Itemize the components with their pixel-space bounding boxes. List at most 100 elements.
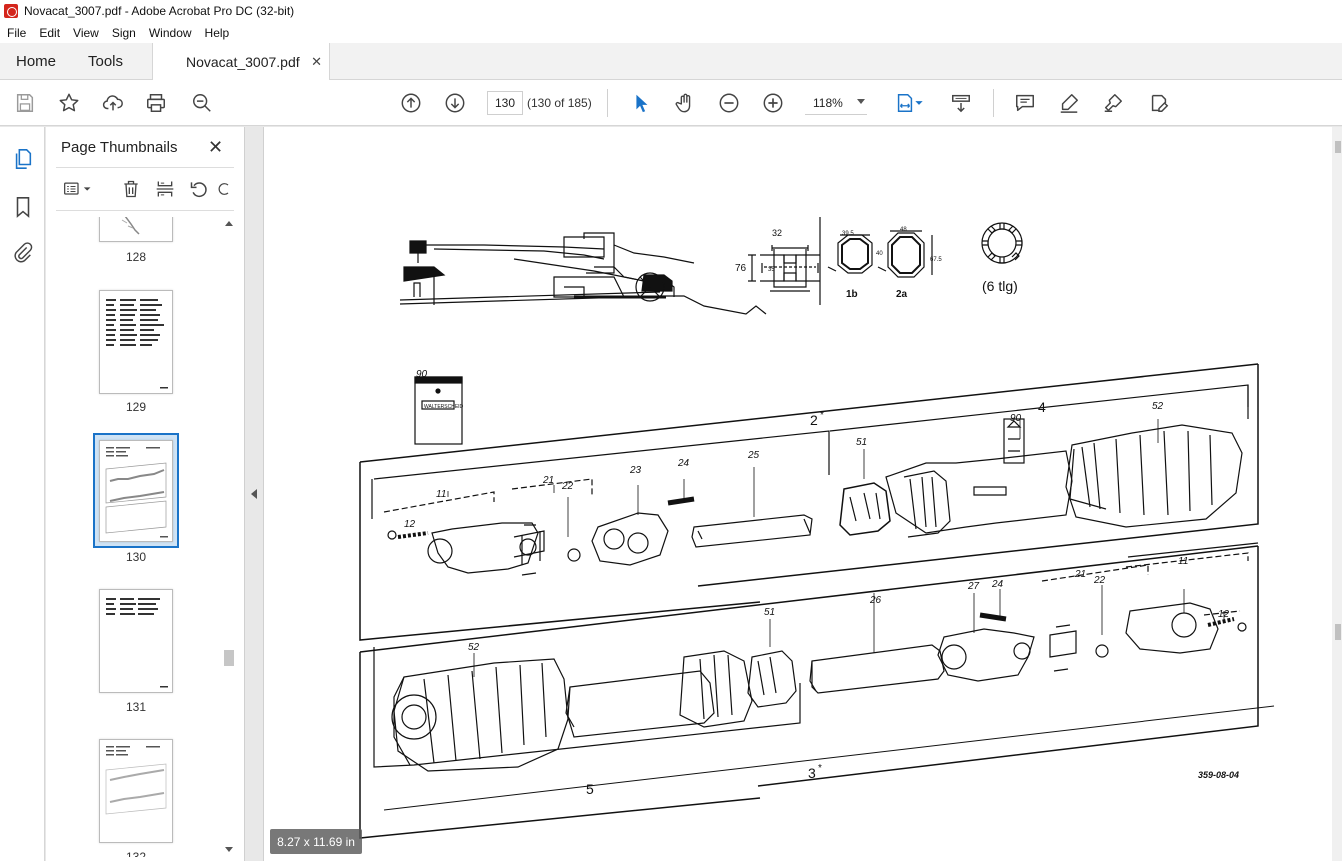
part-number: 11 xyxy=(1178,556,1188,567)
zoom-in-icon[interactable] xyxy=(761,91,785,115)
zoom-dropdown[interactable]: 118% xyxy=(805,91,867,115)
brand-label: WALTERSCHEID xyxy=(424,404,464,410)
menu-file[interactable]: File xyxy=(7,25,27,40)
scrollbar-thumb[interactable] xyxy=(1335,624,1341,640)
rotate-clockwise-icon[interactable] xyxy=(216,177,232,201)
menu-window[interactable]: Window xyxy=(148,25,192,40)
tab-bar: Home Tools Novacat_3007.pdf ✕ xyxy=(0,43,1342,81)
collapse-panel-icon[interactable] xyxy=(251,489,257,499)
zoom-out-icon[interactable] xyxy=(717,91,741,115)
tab-document[interactable]: Novacat_3007.pdf ✕ xyxy=(152,43,330,81)
bookmarks-icon[interactable] xyxy=(11,195,35,219)
dimension-label: 67.5 xyxy=(930,257,942,263)
zoom-value: 118% xyxy=(813,95,843,110)
previous-page-icon[interactable] xyxy=(399,91,423,115)
panel-collapse-strip[interactable] xyxy=(244,127,264,861)
asterisk-mark: * xyxy=(820,410,824,421)
part-number: 21 xyxy=(542,475,554,486)
cross-journal-drawing xyxy=(748,245,820,292)
part-number: 21 xyxy=(1074,569,1086,580)
part-number: 25 xyxy=(747,450,760,461)
left-navigation-rail xyxy=(0,127,45,861)
upper-shaft-components xyxy=(383,418,1243,576)
print-icon[interactable] xyxy=(144,91,168,115)
part-number: 22 xyxy=(561,481,574,492)
scroll-down-icon[interactable] xyxy=(225,847,233,852)
part-number: 12 xyxy=(404,519,416,530)
tube-profile-1b-drawing xyxy=(827,234,873,274)
spline-profile-drawing xyxy=(981,222,1023,264)
document-view[interactable]: 32 76 35 39.5 48 40 67.5 1b 2a (6 tlg) 9… xyxy=(264,127,1332,861)
dimension-label: 76 xyxy=(735,263,747,274)
upper-assembly-frame xyxy=(359,363,1259,463)
part-number: 22 xyxy=(1093,575,1106,586)
page-thumbnails-icon[interactable] xyxy=(11,147,35,171)
scrollbar-marker xyxy=(1335,141,1341,153)
page-thumbnails-panel: Page Thumbnails ✕ 128 xyxy=(46,127,244,861)
bookmark-star-icon[interactable] xyxy=(57,91,81,115)
scroll-up-icon[interactable] xyxy=(225,221,233,226)
part-number: 52 xyxy=(468,642,480,653)
thumbnail-label: 128 xyxy=(125,250,147,264)
main-toolbar xyxy=(0,80,1342,126)
scroll-mode-icon[interactable] xyxy=(949,91,973,115)
edit-document-icon[interactable] xyxy=(1147,91,1171,115)
dimension-label: 48 xyxy=(900,227,907,233)
part-number: 90 xyxy=(1010,413,1022,424)
thumbnail-label: 130 xyxy=(125,550,147,564)
leader-lines xyxy=(447,419,1225,677)
profile-label: 1b xyxy=(846,289,858,300)
fit-page-icon[interactable] xyxy=(893,91,917,115)
next-page-icon[interactable] xyxy=(443,91,467,115)
attachments-icon[interactable] xyxy=(11,241,35,265)
highlight-pen-icon[interactable] xyxy=(1057,91,1081,115)
part-number: 24 xyxy=(991,579,1004,590)
page-number-input[interactable] xyxy=(487,91,523,115)
options-menu-icon[interactable] xyxy=(60,177,96,201)
upload-cloud-icon[interactable] xyxy=(101,91,125,115)
part-number: 2 xyxy=(810,412,818,428)
thumbnail-page-131[interactable] xyxy=(99,589,173,693)
tab-tools[interactable]: Tools xyxy=(88,53,124,70)
chevron-down-icon xyxy=(857,99,865,104)
menu-sign[interactable]: Sign xyxy=(111,25,136,40)
delete-page-icon[interactable] xyxy=(119,177,143,201)
hand-tool-icon[interactable] xyxy=(673,91,697,115)
dimension-label: 32 xyxy=(772,228,782,238)
close-icon[interactable]: ✕ xyxy=(208,137,224,157)
menu-help[interactable]: Help xyxy=(204,25,230,40)
save-icon[interactable] xyxy=(13,91,37,115)
thumbnail-page-129[interactable] xyxy=(99,290,173,394)
tab-home[interactable]: Home xyxy=(16,53,57,70)
fit-page-dropdown-icon[interactable] xyxy=(913,91,925,115)
thumbnail-label: 132 xyxy=(125,850,147,857)
part-number: 52 xyxy=(1152,401,1164,412)
rotate-counterclockwise-icon[interactable] xyxy=(187,177,211,201)
menu-edit[interactable]: Edit xyxy=(39,25,61,40)
fill-sign-icon[interactable] xyxy=(1101,91,1125,115)
page-size-badge: 8.27 x 11.69 in xyxy=(270,829,362,854)
profile-label: 2a xyxy=(896,289,908,300)
thumbnail-scrollbar[interactable] xyxy=(222,217,236,857)
thumbnail-page-132[interactable] xyxy=(99,739,173,843)
document-scrollbar[interactable] xyxy=(1332,127,1342,861)
scrollbar-thumb[interactable] xyxy=(224,650,234,666)
part-number: 27 xyxy=(967,581,980,592)
page-count: (130 of 185) xyxy=(527,96,592,110)
thumbnail-page-128[interactable] xyxy=(99,217,173,242)
part-number: 26 xyxy=(869,595,882,606)
search-zoom-icon[interactable] xyxy=(190,91,214,115)
pdf-page-drawing: 32 76 35 39.5 48 40 67.5 1b 2a (6 tlg) 9… xyxy=(359,217,1275,839)
thumbnail-page-130[interactable] xyxy=(99,440,173,542)
tube-profile-2a-drawing xyxy=(877,230,933,278)
part-number: 12 xyxy=(1218,609,1230,620)
select-cursor-icon[interactable] xyxy=(629,91,653,115)
tab-close-icon[interactable]: ✕ xyxy=(311,54,322,69)
menu-view[interactable]: View xyxy=(73,25,99,40)
extract-pages-icon[interactable] xyxy=(153,177,177,201)
comment-icon[interactable] xyxy=(1013,91,1037,115)
part-number: 23 xyxy=(629,465,642,476)
lower-assembly-frame xyxy=(359,545,1259,653)
lower-shaft-components xyxy=(391,552,1249,772)
manual-booklet-drawing xyxy=(414,376,463,445)
